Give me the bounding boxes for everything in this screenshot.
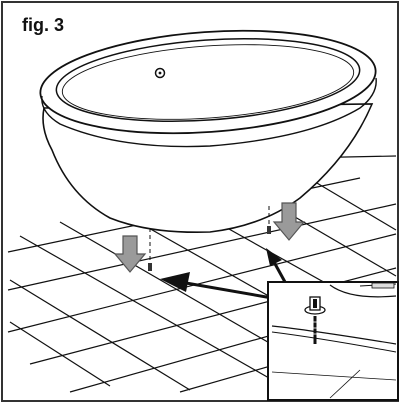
leg-guide-lines [149, 206, 270, 266]
figure-label: fig. 3 [22, 15, 65, 35]
pointer-arrow-icon [160, 248, 287, 300]
detail-inset [267, 281, 399, 401]
adjustable-leg-detail [304, 296, 326, 344]
down-arrow-icon [113, 202, 306, 273]
adjustable-leg-icon [148, 226, 271, 271]
drain-icon [154, 67, 166, 79]
freestanding-bathtub [39, 29, 377, 234]
